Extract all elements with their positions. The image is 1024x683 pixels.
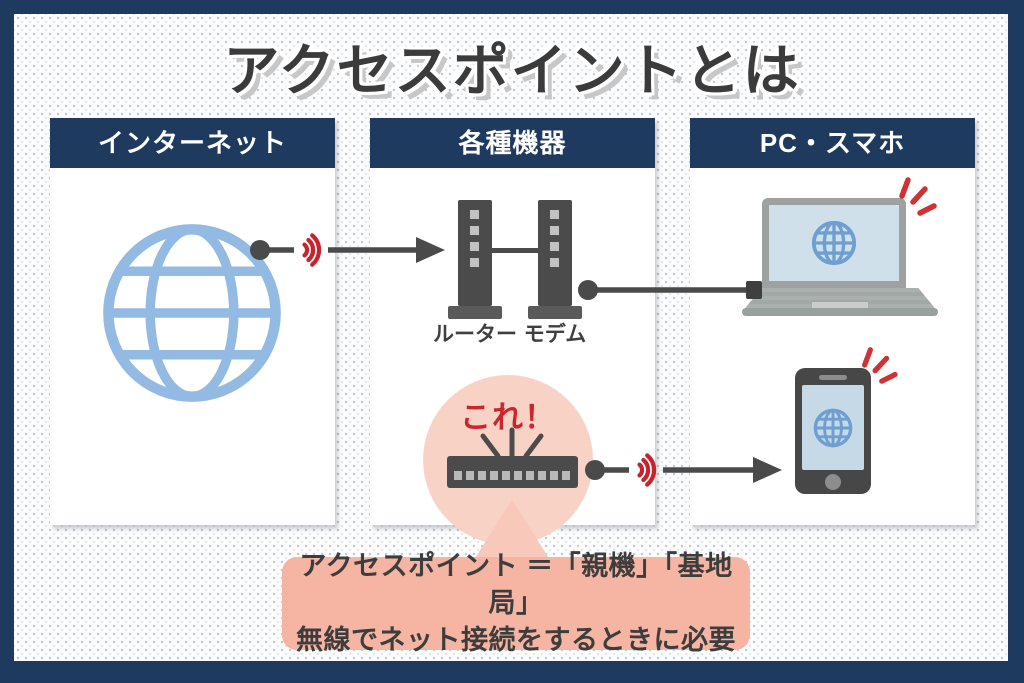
laptop-display (769, 205, 899, 281)
globe-icon (813, 408, 853, 447)
modem-label: モデム (523, 323, 587, 346)
globe-icon (811, 220, 857, 266)
highlight-label: これ！ (460, 400, 556, 435)
laptop-trackpad (812, 302, 868, 308)
callout-box: アクセスポイント ＝「親機」「基地局」 無線でネット接続をするときに必要 (282, 551, 750, 655)
panel-client: PC・スマホ (690, 118, 975, 525)
connection-internet-to-router (250, 233, 445, 267)
panel-internet-header: インターネット (50, 118, 335, 168)
arrow-head-icon (416, 237, 445, 263)
callout-line2: 無線でネット接続をするときに必要 (296, 625, 736, 655)
laptop-base (742, 308, 938, 316)
phone-speaker (819, 375, 847, 380)
laptop-screen (762, 198, 906, 288)
panel-client-header: PC・スマホ (690, 118, 975, 168)
connection-modem-to-laptop (578, 280, 762, 300)
panel-internet: インターネット (50, 118, 335, 525)
emphasis-marks-icon (899, 177, 937, 216)
page-title: アクセスポイントとは (223, 39, 801, 102)
modem-tower-icon (538, 200, 572, 306)
laptop-icon (742, 178, 938, 320)
panel-devices-header: 各種機器 (370, 118, 655, 168)
wifi-signal-icon (302, 233, 322, 267)
connection-ap-to-phone (585, 453, 782, 487)
access-point-icon (447, 427, 578, 488)
wifi-signal-icon (637, 453, 657, 487)
router-modem-towers (448, 200, 582, 319)
phone-home-button (825, 474, 841, 490)
smartphone-icon (795, 368, 871, 494)
callout-line1: アクセスポイント ＝「親機」「基地局」 (299, 551, 733, 618)
arrow-head-icon (753, 457, 782, 483)
phone-screen (802, 385, 864, 470)
router-tower-icon (458, 200, 492, 306)
emphasis-marks-icon (862, 347, 898, 384)
router-label: ルーター (433, 323, 517, 346)
globe-icon (103, 224, 281, 402)
cable-plug-icon (746, 281, 762, 299)
